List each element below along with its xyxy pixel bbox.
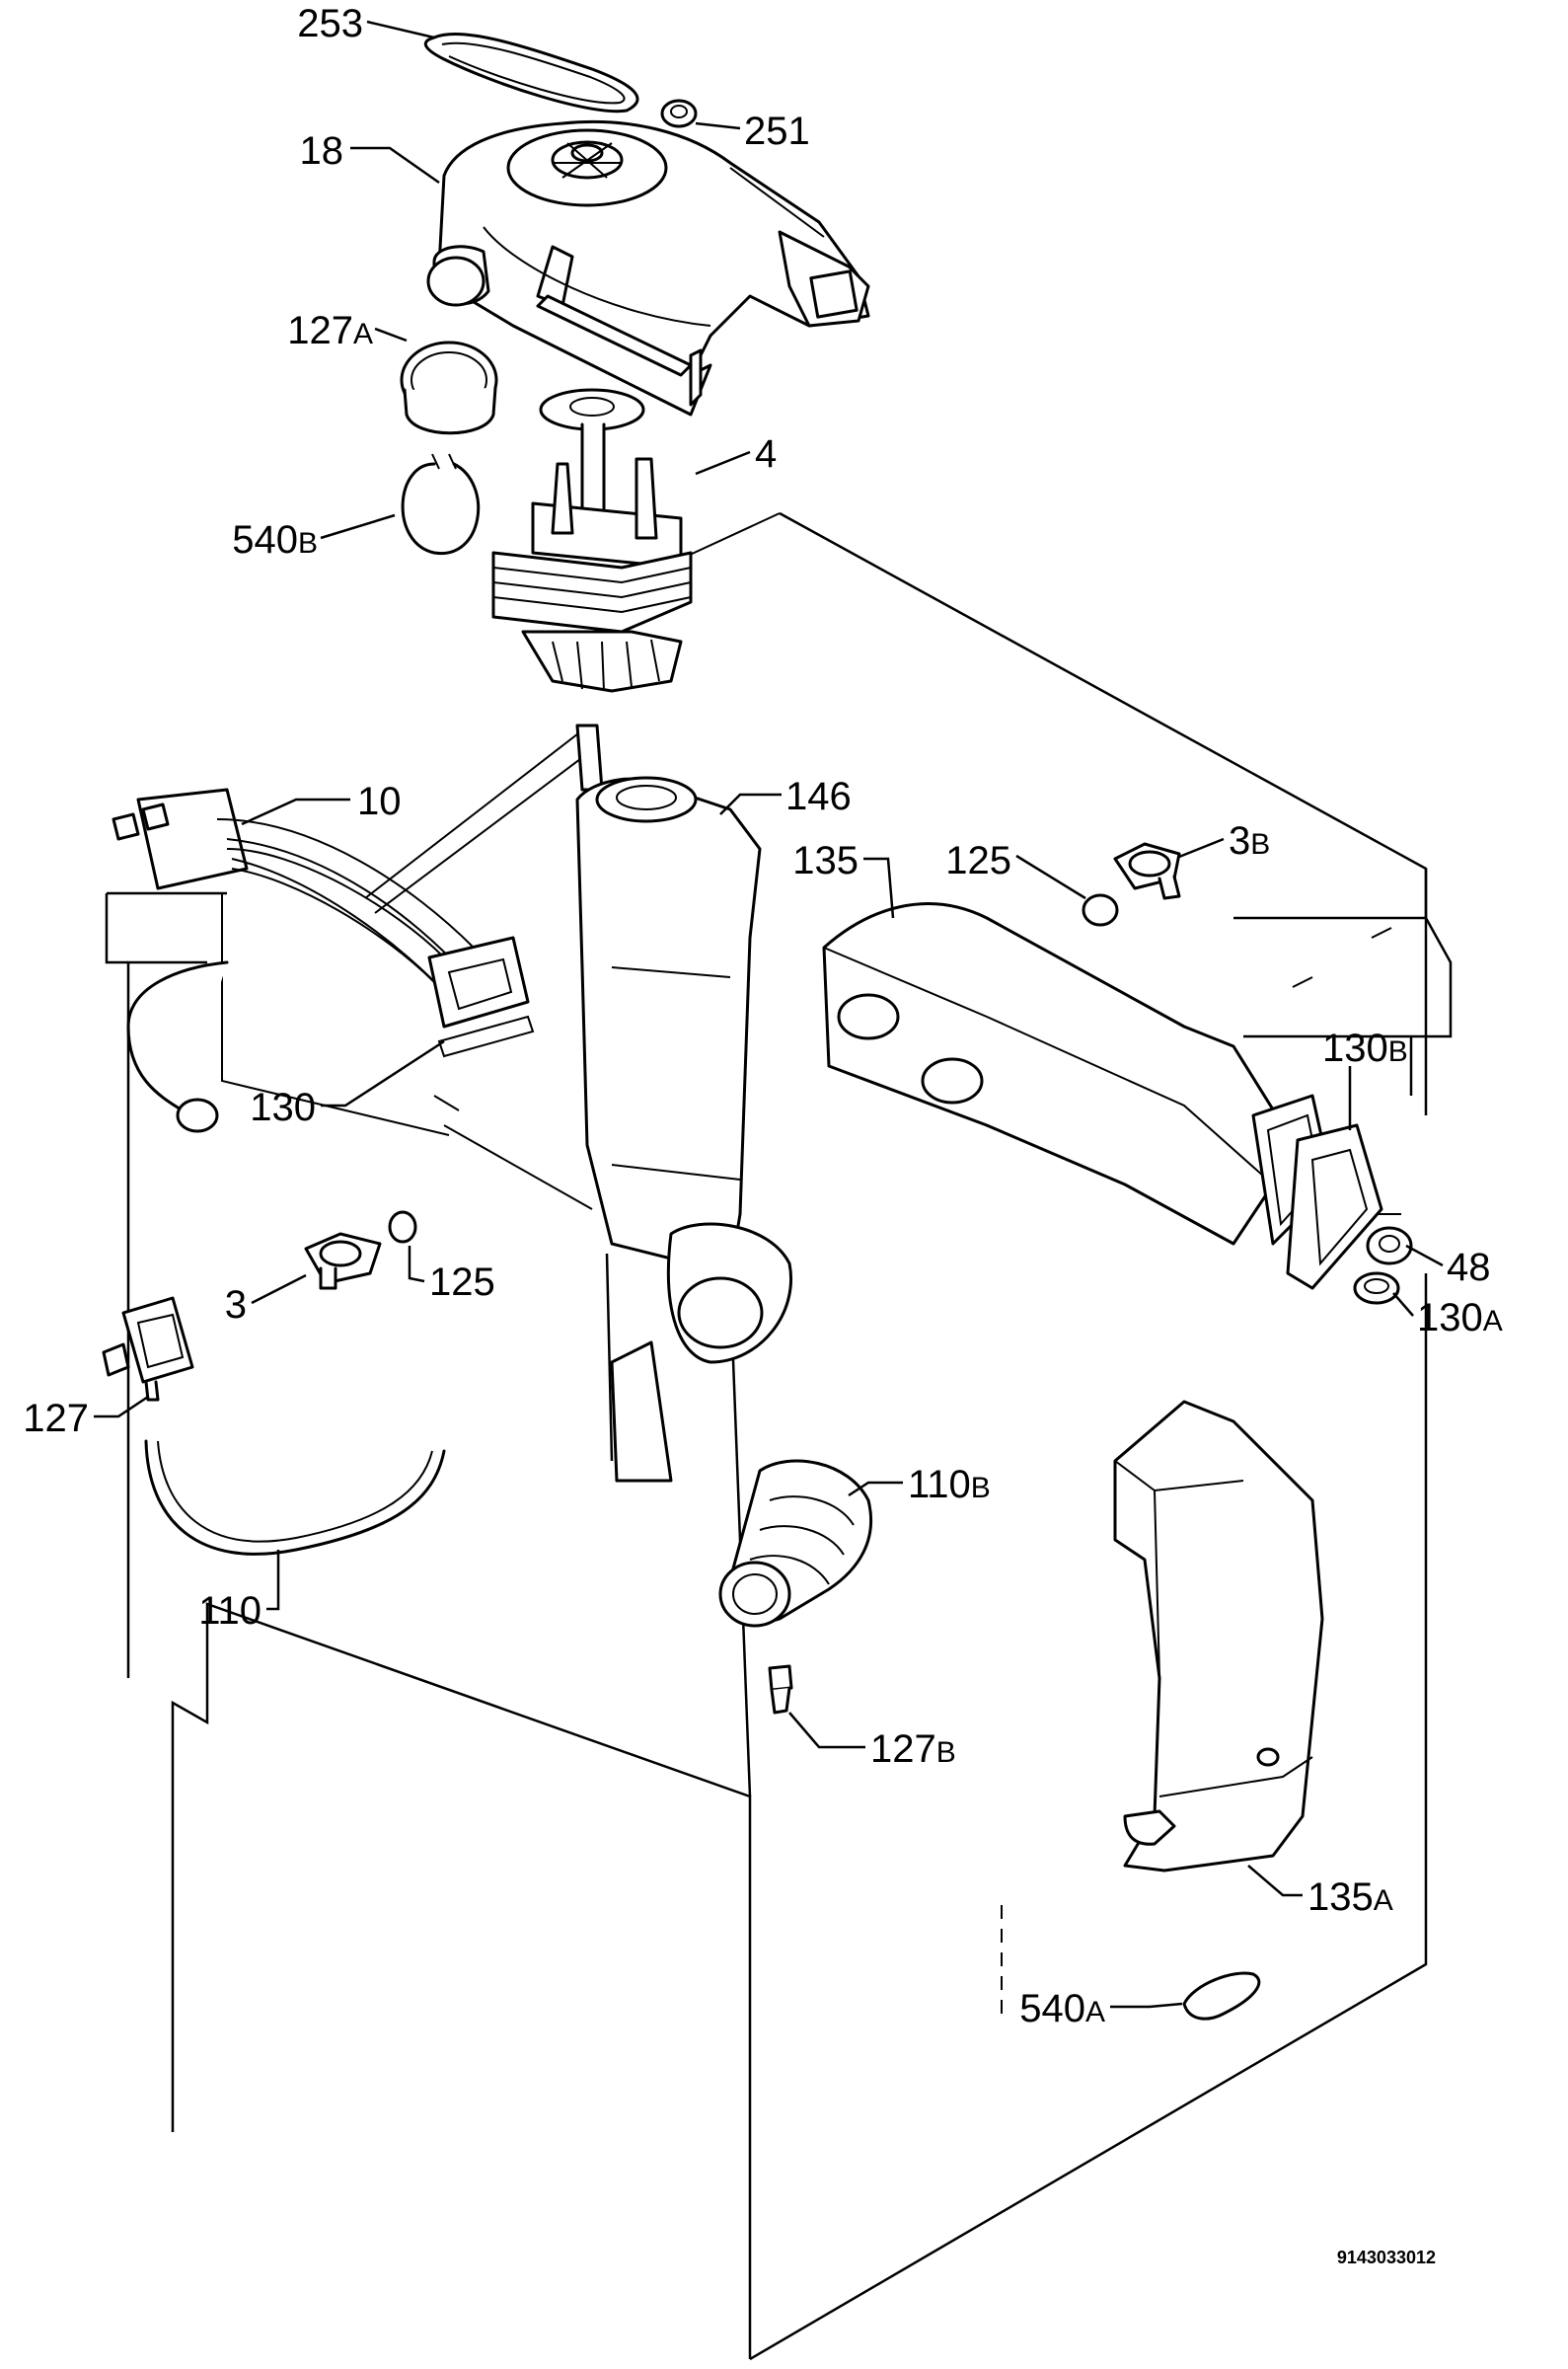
part-3b-thermostat bbox=[1113, 842, 1181, 900]
callout-540b: 540B bbox=[232, 518, 318, 562]
diagram-code: 9143033012 bbox=[1337, 2248, 1436, 2267]
part-130b-gasket bbox=[1286, 1123, 1383, 1290]
callout-130a: 130A bbox=[1417, 1296, 1503, 1339]
callout-110b: 110B bbox=[908, 1463, 991, 1506]
part-135a-duct bbox=[1113, 1400, 1324, 1872]
part-251-bush bbox=[660, 99, 698, 128]
part-125b-oring bbox=[388, 1210, 417, 1244]
callout-10: 10 bbox=[357, 780, 402, 823]
callout-251: 251 bbox=[744, 110, 810, 153]
part-127a-coupling bbox=[400, 341, 498, 435]
callout-125-lower: 125 bbox=[429, 1261, 495, 1304]
callout-labels: 253 251 18 127A 4 540B 10 146 135 125 3B… bbox=[23, 2, 1503, 2030]
part-127b-nipple bbox=[768, 1664, 793, 1715]
callout-125-upper: 125 bbox=[945, 839, 1011, 882]
part-130a-seal bbox=[1353, 1271, 1400, 1305]
part-130-gasket bbox=[437, 1015, 535, 1058]
part-18-fan-housing bbox=[426, 119, 870, 417]
callout-130: 130 bbox=[250, 1086, 316, 1129]
part-48-plug bbox=[1366, 1226, 1413, 1265]
callout-18: 18 bbox=[300, 129, 344, 173]
callout-48: 48 bbox=[1447, 1246, 1491, 1289]
part-4-motor bbox=[491, 388, 693, 693]
callout-127a: 127A bbox=[287, 309, 373, 352]
callout-130b: 130B bbox=[1322, 1027, 1408, 1070]
callout-146: 146 bbox=[785, 775, 852, 818]
callout-540a: 540A bbox=[1019, 1987, 1105, 2030]
part-540b-clamp bbox=[401, 453, 481, 555]
part-10-heating-element bbox=[112, 724, 604, 1133]
callout-3b: 3B bbox=[1229, 819, 1270, 863]
callout-127b: 127B bbox=[870, 1727, 956, 1771]
part-127-switch bbox=[102, 1296, 194, 1402]
callout-4: 4 bbox=[755, 432, 777, 476]
part-125a-oring bbox=[1082, 893, 1119, 927]
callout-3: 3 bbox=[225, 1283, 247, 1327]
part-146-air-duct bbox=[575, 776, 792, 1483]
leader-lines bbox=[94, 20, 1444, 2009]
part-3-thermostat bbox=[304, 1232, 382, 1290]
part-540a-clamp bbox=[1182, 1971, 1261, 2021]
callout-127: 127 bbox=[23, 1397, 89, 1440]
callout-253: 253 bbox=[297, 2, 363, 45]
part-253-drive-belt bbox=[423, 32, 639, 114]
part-110b-bellows bbox=[718, 1459, 873, 1628]
cabinet-outline bbox=[105, 511, 1453, 2361]
callout-135a: 135A bbox=[1307, 1875, 1393, 1919]
part-110-hose bbox=[144, 1439, 446, 1556]
callout-110: 110 bbox=[198, 1589, 261, 1633]
callout-135: 135 bbox=[792, 839, 859, 882]
part-135-duct bbox=[822, 902, 1334, 1246]
